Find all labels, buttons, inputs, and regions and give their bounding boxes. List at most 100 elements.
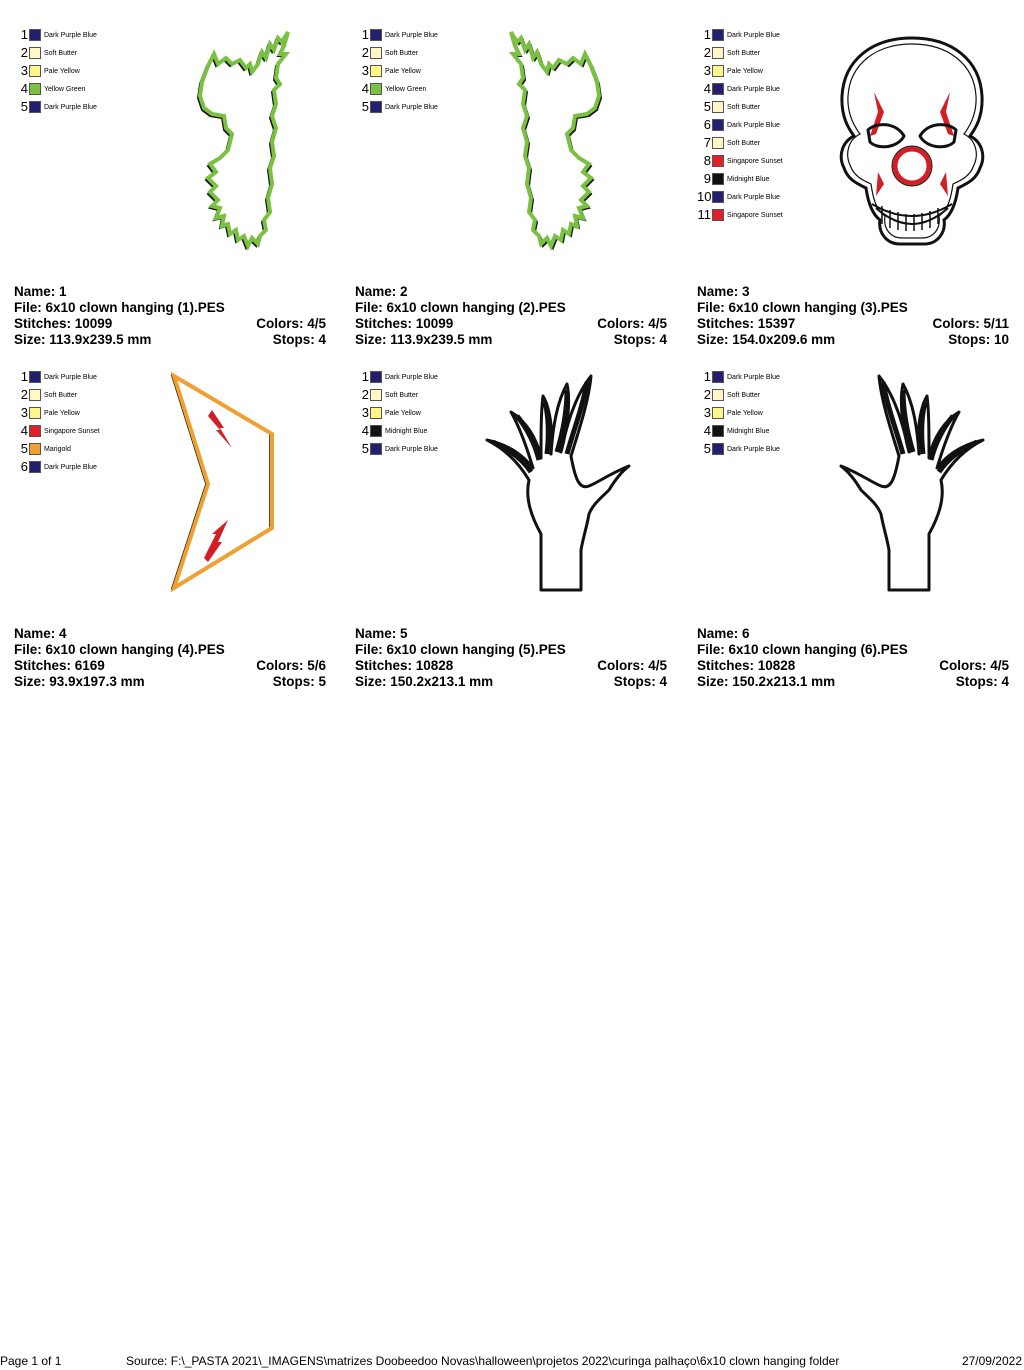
- thread-color-name: Dark Purple Blue: [727, 31, 780, 39]
- thread-color-swatch: [712, 29, 724, 41]
- legend-number: 1: [703, 27, 711, 42]
- legend-number: 9: [703, 171, 711, 186]
- thread-color-swatch: [712, 407, 724, 419]
- thread-color-swatch: [370, 65, 382, 77]
- footer-source-path: Source: F:\_PASTA 2021\_IMAGENS\matrizes…: [126, 1354, 840, 1368]
- footer-date: 27/09/2022: [961, 1354, 1022, 1368]
- clown-skull-design: [839, 36, 985, 246]
- design-stitches: Stitches: 15397: [697, 316, 796, 331]
- thread-color-swatch: [712, 137, 724, 149]
- thread-color-name: Singapore Sunset: [727, 211, 783, 219]
- thread-color-name: Dark Purple Blue: [727, 373, 780, 381]
- thread-color-name: Dark Purple Blue: [385, 31, 438, 39]
- legend-row: 3 Pale Yellow: [14, 404, 144, 422]
- legend-number: 3: [361, 405, 369, 420]
- zombie-hand-left-design: [485, 374, 631, 592]
- legend-number: 1: [20, 27, 28, 42]
- thread-color-swatch: [712, 173, 724, 185]
- thread-color-swatch: [712, 389, 724, 401]
- design-size: Size: 93.9x197.3 mm: [14, 674, 145, 689]
- thread-color-swatch: [29, 65, 41, 77]
- design-colors: Colors: 4/5: [256, 316, 326, 331]
- design-stitches: Stitches: 6169: [14, 658, 105, 673]
- thread-color-name: Dark Purple Blue: [727, 445, 780, 453]
- thread-color-swatch: [29, 389, 41, 401]
- legend-number: 1: [703, 369, 711, 384]
- legend-number: 6: [20, 459, 28, 474]
- thread-color-name: Pale Yellow: [727, 67, 763, 75]
- design-stops: Stops: 4: [955, 674, 1009, 689]
- thread-color-swatch: [29, 407, 41, 419]
- legend-number: 4: [703, 423, 711, 438]
- design-info: Name: 2 File: 6x10 clown hanging (2).PES…: [355, 284, 667, 348]
- legend-number: 3: [703, 405, 711, 420]
- legend-number: 4: [20, 81, 28, 96]
- legend-number: 3: [703, 63, 711, 78]
- thread-color-name: Singapore Sunset: [727, 157, 783, 165]
- legend-number: 4: [361, 423, 369, 438]
- thread-color-name: Soft Butter: [727, 103, 761, 111]
- thread-color-swatch: [370, 83, 382, 95]
- legend-number: 1: [361, 27, 369, 42]
- design-name: Name: 5: [355, 626, 408, 641]
- thread-color-name: Soft Butter: [385, 391, 419, 399]
- design-size: Size: 113.9x239.5 mm: [355, 332, 493, 347]
- design-name: Name: 4: [14, 626, 67, 641]
- legend-row: 1 Dark Purple Blue: [697, 26, 827, 44]
- thread-color-swatch: [29, 443, 41, 455]
- design-stitches: Stitches: 10828: [697, 658, 796, 673]
- design-colors: Colors: 4/5: [939, 658, 1009, 673]
- thread-color-swatch: [29, 29, 41, 41]
- thread-color-name: Midnight Blue: [727, 175, 770, 183]
- thread-color-name: Yellow Green: [385, 85, 427, 93]
- thread-color-swatch: [370, 389, 382, 401]
- thread-color-name: Dark Purple Blue: [44, 463, 97, 471]
- design-stops: Stops: 10: [948, 332, 1009, 347]
- thread-color-swatch: [712, 47, 724, 59]
- thread-color-name: Dark Purple Blue: [385, 103, 438, 111]
- legend-row: 3 Pale Yellow: [697, 62, 827, 80]
- design-file: File: 6x10 clown hanging (4).PES: [14, 642, 225, 657]
- thread-color-swatch: [712, 191, 724, 203]
- design-size: Size: 150.2x213.1 mm: [697, 674, 836, 689]
- thread-color-swatch: [370, 407, 382, 419]
- design-stops: Stops: 4: [272, 332, 326, 347]
- legend-number: 3: [20, 405, 28, 420]
- thread-color-name: Marigold: [44, 445, 71, 453]
- design-colors: Colors: 4/5: [597, 316, 667, 331]
- thread-color-name: Pale Yellow: [385, 409, 421, 417]
- thread-color-swatch: [712, 371, 724, 383]
- thread-color-name: Dark Purple Blue: [727, 121, 780, 129]
- thread-color-swatch: [712, 425, 724, 437]
- design-name: Name: 3: [697, 284, 750, 299]
- design-file: File: 6x10 clown hanging (3).PES: [697, 300, 908, 315]
- collar-piece-design: [170, 372, 274, 592]
- design-name: Name: 6: [697, 626, 750, 641]
- design-info: Name: 4 File: 6x10 clown hanging (4).PES…: [14, 626, 326, 690]
- thread-color-swatch: [29, 83, 41, 95]
- thread-color-name: Pale Yellow: [44, 409, 80, 417]
- thread-color-swatch: [29, 47, 41, 59]
